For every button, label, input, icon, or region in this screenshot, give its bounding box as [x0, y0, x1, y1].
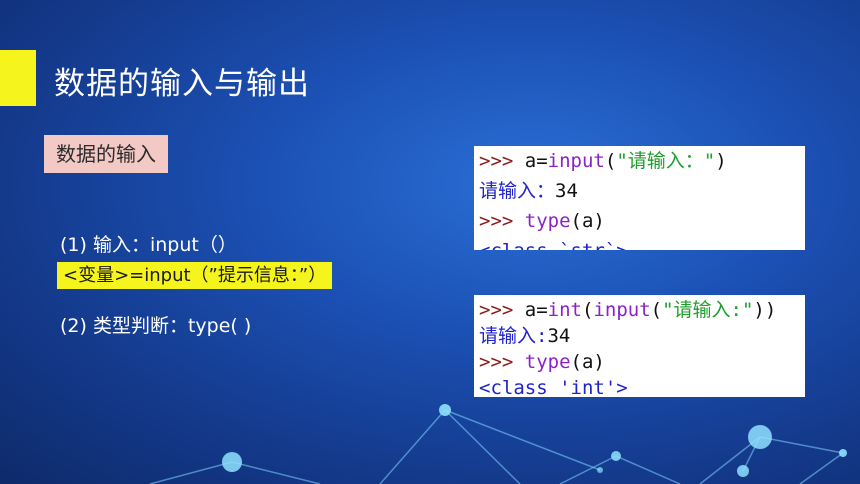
prompt: >>> — [479, 210, 514, 232]
string-literal: "请输入:" — [662, 299, 754, 321]
slide-title: 数据的输入与输出 — [54, 66, 310, 102]
code-line: <class 'int'> — [479, 375, 805, 397]
prompt: >>> — [479, 351, 514, 373]
title-accent-bar — [0, 50, 36, 106]
code-line: >>> a=int(input("请输入:")) — [479, 299, 777, 321]
bullet-type-function: (2) 类型判断：type( ) — [60, 315, 252, 337]
builtin-type: type — [513, 210, 571, 232]
output-prompt-text: 请输入: — [479, 325, 548, 347]
bullet-input-function: (1) 输入：input（） — [60, 234, 237, 256]
code-line: >>> type(a) — [479, 210, 605, 232]
input-value: 34 — [555, 180, 578, 202]
prompt: >>> — [479, 299, 514, 321]
section-label: 数据的输入 — [44, 135, 168, 173]
code-line: <class `str`> — [479, 236, 805, 250]
code-line: 请输入：34 — [479, 176, 805, 206]
code-line: >>> type(a) — [479, 351, 605, 373]
result-text: <class `str`> — [479, 240, 628, 250]
code-example-str: >>> a=input("请输入：") 请输入：34 >>> type(a) <… — [474, 146, 805, 250]
builtin-input: input — [547, 150, 605, 172]
builtin-int: int — [547, 299, 582, 321]
prompt: >>> — [479, 150, 514, 172]
highlighted-input-syntax: <变量>=input（”提示信息：”） — [57, 262, 333, 289]
builtin-type: type — [513, 351, 571, 373]
builtin-input: input — [593, 299, 651, 321]
code-example-int: >>> a=int(input("请输入:")) 请输入:34 >>> type… — [474, 295, 805, 397]
output-prompt-text: 请输入： — [479, 180, 556, 202]
code-line: 请输入:34 — [479, 323, 805, 349]
input-value: 34 — [547, 325, 571, 347]
result-text: <class 'int'> — [479, 377, 628, 397]
code-line: >>> a=input("请输入：") — [479, 150, 727, 172]
string-literal: "请输入：" — [616, 150, 716, 172]
